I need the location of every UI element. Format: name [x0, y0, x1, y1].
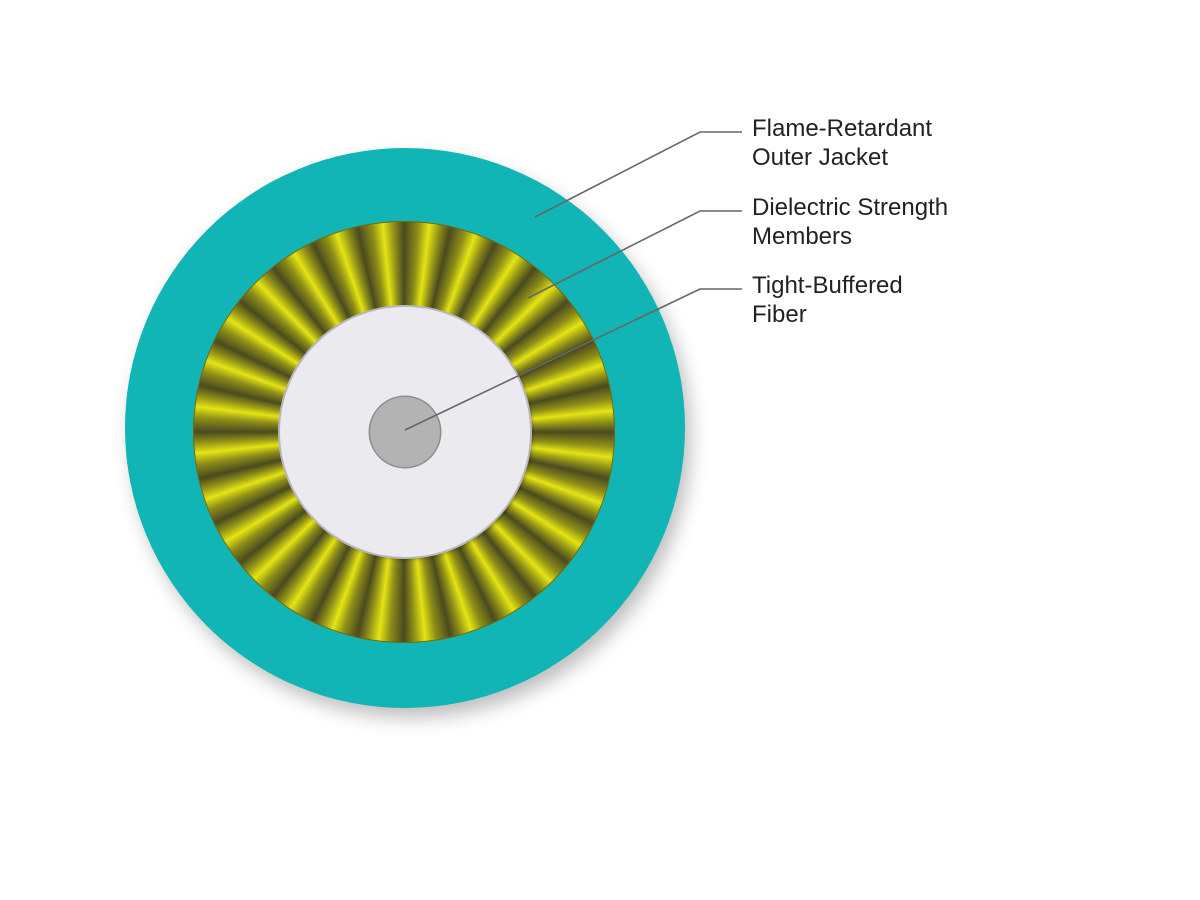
label-line: Dielectric Strength [752, 194, 949, 221]
fiber-core [370, 397, 440, 467]
leader-line-outer-jacket [534, 131, 742, 218]
label-line: Outer Jacket [752, 144, 889, 171]
label-line: Fiber [752, 301, 807, 328]
leader-line-strength-members [527, 210, 742, 299]
label-strength-members: Dielectric Strength Members [752, 193, 948, 251]
label-tight-buffered-fiber: Tight-Buffered Fiber [752, 271, 903, 329]
label-line: Tight-Buffered [752, 272, 903, 299]
label-outer-jacket: Flame-Retardant Outer Jacket [752, 114, 932, 172]
label-line: Flame-Retardant [752, 115, 933, 142]
label-line: Members [752, 223, 853, 250]
leader-line-fiber [404, 288, 742, 431]
